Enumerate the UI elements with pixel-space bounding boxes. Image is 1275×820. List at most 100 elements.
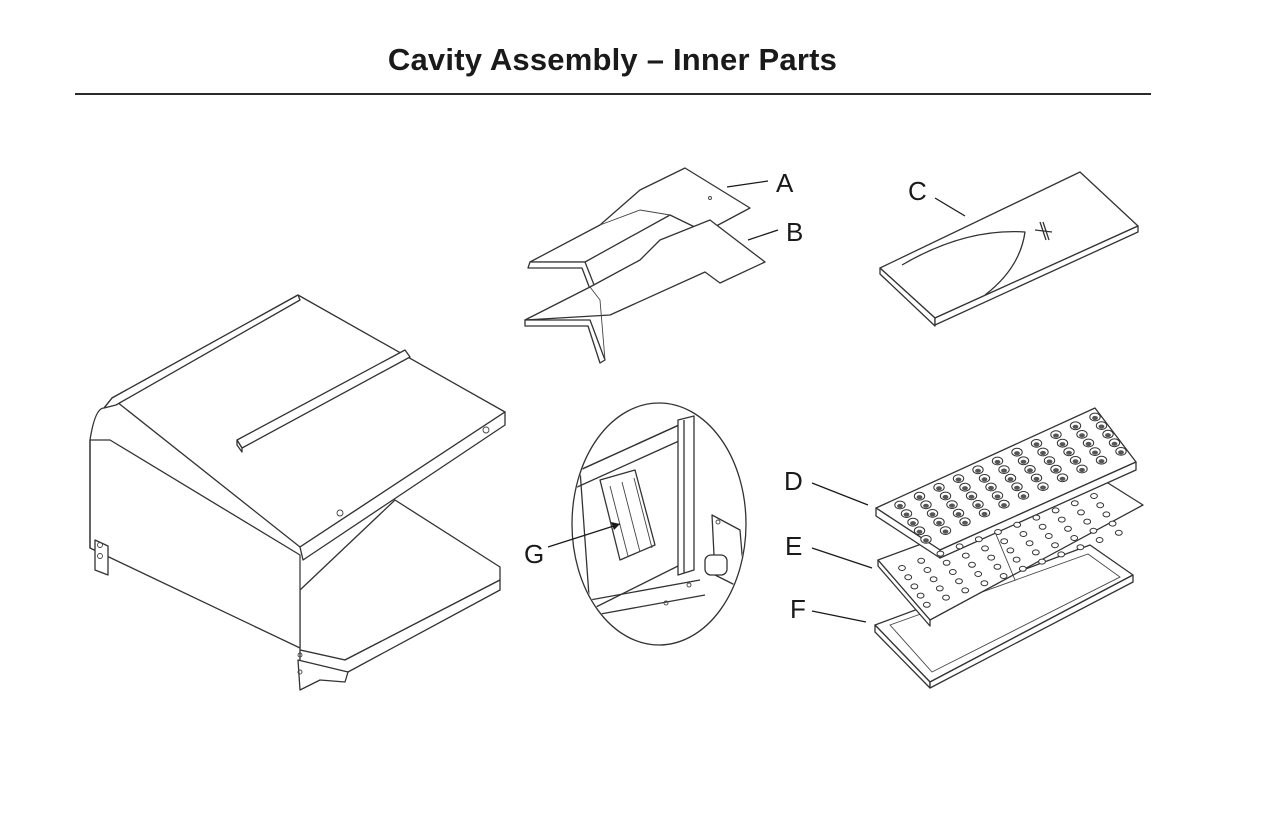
- perforation-dot: [1057, 551, 1066, 558]
- perforation-dot: [981, 545, 989, 552]
- perforation-dot-inner: [1007, 477, 1014, 482]
- perforation-dot-inner: [949, 503, 955, 508]
- perforation-dot: [1095, 537, 1104, 543]
- page-title: Cavity Assembly – Inner Parts: [387, 42, 838, 77]
- perforation-dot-inner: [1059, 442, 1066, 447]
- perforation-dot-inner: [1059, 476, 1066, 481]
- perforation-dot-inner: [962, 486, 968, 491]
- perforation-dot-inner: [936, 486, 942, 491]
- perforation-dot-inner: [1053, 468, 1059, 473]
- perforation-dot: [1076, 544, 1085, 551]
- perforation-dot: [942, 559, 951, 566]
- perforation-dot-inner: [994, 459, 1001, 465]
- title-divider: [75, 93, 1151, 95]
- perforation-dot: [1025, 540, 1034, 547]
- perforation-dot: [917, 557, 926, 564]
- callout-g: G: [524, 539, 544, 569]
- perforation-dot: [1031, 549, 1040, 556]
- perforation-dot-inner: [981, 511, 988, 517]
- perforation-dot: [961, 587, 970, 594]
- perforation-dot: [1064, 525, 1072, 532]
- callout-a: A: [776, 168, 794, 198]
- perforation-dot-inner: [916, 495, 923, 500]
- perforation-dot-inner: [1027, 468, 1033, 473]
- perforation-dot-inner: [968, 494, 975, 499]
- perforation-dot: [968, 561, 976, 568]
- perforation-dot-inner: [981, 477, 988, 482]
- perforation-dot: [980, 580, 989, 587]
- perforation-dot-inner: [1020, 494, 1027, 499]
- perforation-dot-inner: [936, 520, 942, 526]
- perforation-dot-inner: [1040, 485, 1046, 490]
- perforation-dot: [1038, 523, 1047, 530]
- perforation-dot-inner: [1111, 441, 1118, 446]
- perforation-dot: [1019, 531, 1028, 537]
- perforation-dot: [999, 573, 1008, 579]
- perforation-dot: [1000, 538, 1009, 545]
- perforation-dot: [948, 569, 957, 575]
- perforation-dot: [1006, 547, 1015, 554]
- perforation-dot-inner: [1001, 468, 1007, 473]
- perforation-dot: [1051, 507, 1060, 514]
- perforation-dot: [1044, 533, 1053, 539]
- perforation-dot-inner: [1092, 415, 1098, 421]
- part-e-holes: [898, 493, 1123, 608]
- perforation-dot-inner: [929, 512, 936, 517]
- callout-c: C: [908, 176, 927, 206]
- perforation-dot: [955, 543, 964, 550]
- perforation-dot: [987, 554, 996, 561]
- perforation-dot-inner: [1079, 433, 1085, 438]
- perforation-dot: [1083, 518, 1092, 525]
- perforation-dot-inner: [1033, 442, 1040, 447]
- perforation-dot: [1077, 509, 1085, 516]
- perforation-dot-inner: [910, 521, 916, 526]
- perforation-dot: [974, 571, 983, 577]
- perforation-dot: [929, 576, 938, 583]
- detail-g-drawing: [571, 402, 747, 646]
- perforation-dot-inner: [903, 512, 910, 517]
- perforation-dot-inner: [1079, 467, 1085, 473]
- perforation-dot-inner: [1066, 450, 1072, 455]
- perforation-dot-inner: [942, 494, 949, 500]
- perforation-dot-inner: [1085, 441, 1092, 447]
- cavity-assembly-drawing: [89, 294, 506, 691]
- callout-b: B: [786, 217, 803, 247]
- perforation-dot: [904, 574, 913, 581]
- perforation-dot: [961, 552, 970, 559]
- perforation-dot-inner: [1072, 459, 1079, 464]
- perforation-dot-inner: [1014, 451, 1020, 456]
- perforation-dot-inner: [1014, 485, 1020, 490]
- perforation-dot: [955, 578, 963, 585]
- perforation-dot: [1032, 514, 1041, 521]
- callouts: A B C D E F G: [524, 168, 966, 624]
- perforation-dot: [1070, 500, 1079, 507]
- perforation-dot: [1108, 520, 1117, 527]
- perforation-dot-inner: [975, 468, 981, 473]
- perforation-dot: [942, 594, 950, 601]
- perforation-dot-inner: [955, 512, 962, 517]
- perforation-dot-inner: [923, 538, 929, 543]
- perforation-dot-inner: [975, 503, 981, 508]
- perforation-dot: [922, 601, 931, 608]
- perforation-dot: [1070, 535, 1079, 541]
- perforation-dot-inner: [1092, 450, 1098, 455]
- perforation-dot-inner: [1072, 424, 1079, 429]
- perforation-dot-inner: [994, 494, 1001, 499]
- perforation-dot: [1012, 556, 1021, 563]
- callout-e: E: [785, 531, 802, 561]
- perforation-dot-inner: [1098, 424, 1105, 429]
- perforation-dot: [935, 585, 944, 592]
- callout-f: F: [790, 594, 806, 624]
- perforation-dot: [916, 592, 925, 599]
- perforation-dot-inner: [897, 503, 903, 509]
- part-c-drawing: [879, 171, 1139, 327]
- perforation-dot: [1057, 516, 1066, 523]
- perforation-dot-inner: [1098, 459, 1105, 464]
- perforation-dot-inner: [1118, 450, 1124, 455]
- perforation-dot: [1114, 529, 1123, 536]
- perforation-dot-inner: [955, 477, 962, 482]
- perforation-dot-inner: [988, 485, 994, 491]
- part-a-b-drawing: [524, 167, 766, 364]
- perforation-dot-inner: [1053, 433, 1059, 438]
- perforation-dot: [1089, 527, 1098, 534]
